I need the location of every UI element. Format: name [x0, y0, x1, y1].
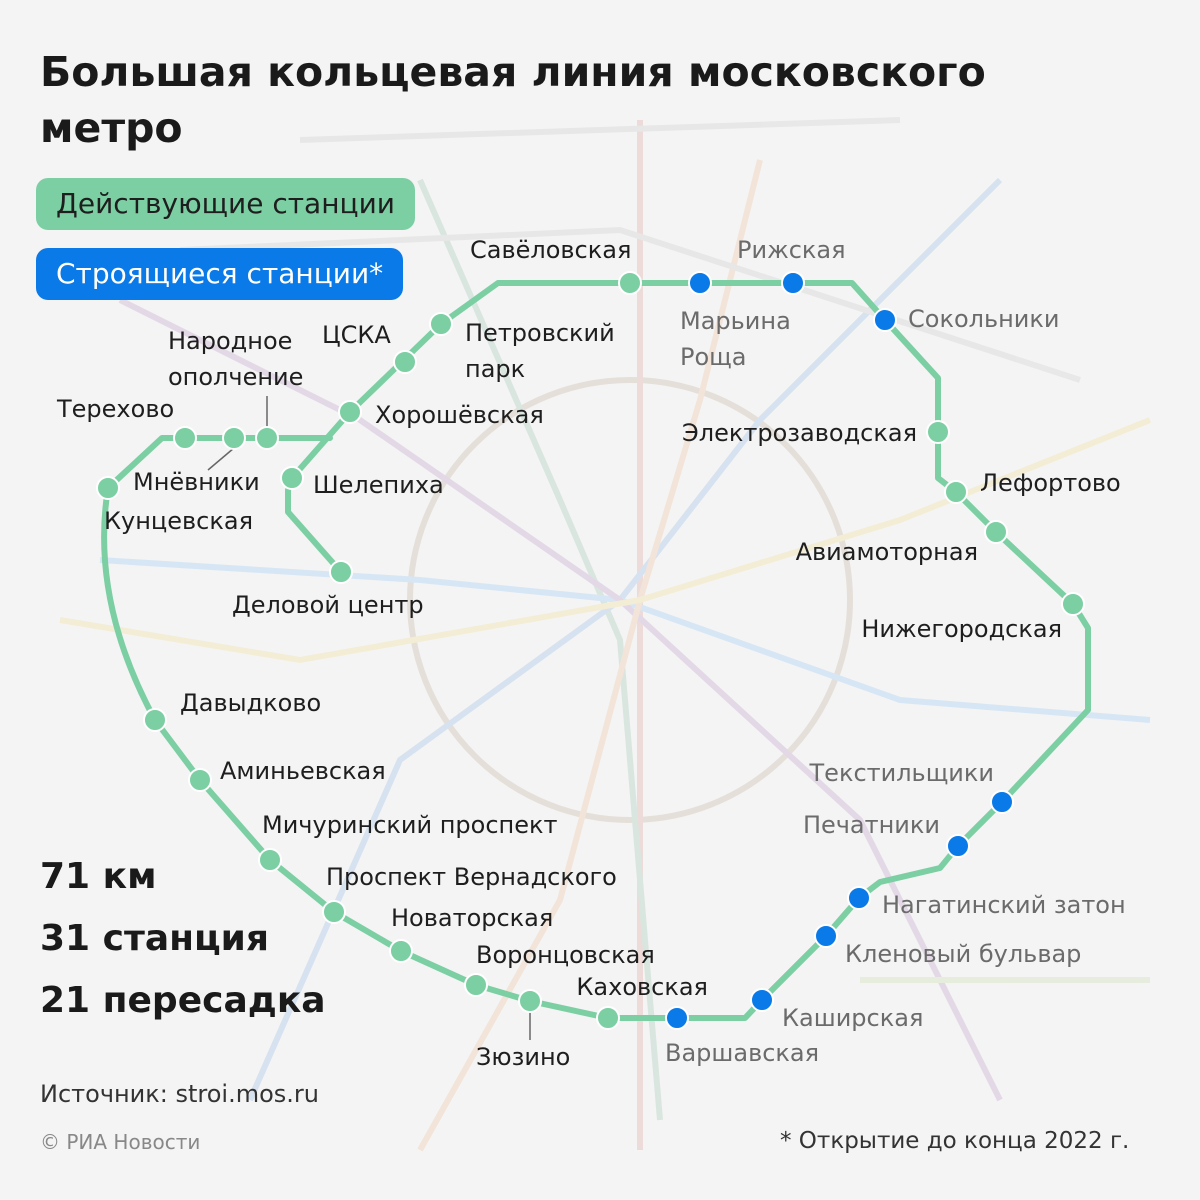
station-label-aminyevskaya: Аминьевская — [220, 757, 386, 785]
station-marker-narodnoe-opolchenie — [255, 426, 279, 450]
station-marker-kuntsevskaya — [96, 476, 120, 500]
copyright-text: © РИА Новости — [40, 1130, 201, 1154]
station-marker-terekhovo — [173, 426, 197, 450]
station-label-pechatniki: Печатники — [803, 811, 940, 839]
station-marker-davydkovo — [143, 708, 167, 732]
line-active-segment — [101, 435, 611, 1021]
station-label-rizhskaya: Рижская — [737, 236, 846, 264]
station-label-klenovy-bulvar: Кленовый бульвар — [845, 940, 1081, 968]
page-title: Большая кольцевая линия московского метр… — [40, 48, 986, 152]
station-label-michurinsky-prospekt: Мичуринский проспект — [262, 811, 557, 839]
station-marker-aminyevskaya — [188, 768, 212, 792]
station-marker-mnevniki — [222, 426, 246, 450]
station-marker-prospekt-vernadskogo — [322, 900, 346, 924]
station-label-tsska: ЦСКА — [322, 321, 391, 349]
station-label-davydkovo: Давыдково — [180, 689, 321, 717]
station-label-zyuzino: Зюзино — [476, 1043, 570, 1071]
station-label-kuntsevskaya: Кунцевская — [104, 507, 253, 535]
station-label-nagatinsky-zaton: Нагатинский затон — [882, 891, 1126, 919]
station-label-mnevniki: Мнёвники — [133, 468, 260, 496]
station-marker-vorontsovskaya — [464, 973, 488, 997]
line-active-segment — [935, 429, 1091, 805]
station-label-shelepikha: Шелепиха — [313, 471, 444, 499]
station-marker-sokolniki — [873, 308, 897, 332]
station-marker-petrovsky-park — [429, 312, 453, 336]
station-label-varshavskaya: Варшавская — [665, 1039, 819, 1067]
background-map — [59, 117, 1152, 1152]
station-marker-tekstilshchiki — [990, 790, 1014, 814]
station-marker-michurinsky-prospekt — [258, 848, 282, 872]
station-label-khoroshyovskaya: Хорошёвская — [375, 401, 544, 429]
station-label-kashirskaya: Каширская — [782, 1004, 923, 1032]
station-label-tekstilshchiki: Текстильщики — [809, 759, 994, 787]
stat-stations: 31 станция — [40, 918, 270, 959]
stat-length: 71 км — [40, 856, 157, 897]
legend-active-stations: Действующие станции — [36, 178, 415, 230]
line-building-segment — [627, 280, 941, 435]
station-marker-pechatniki — [946, 834, 970, 858]
station-marker-varshavskaya — [665, 1006, 689, 1030]
station-marker-lefortovo — [944, 480, 968, 504]
station-marker-klenovy-bulvar — [814, 924, 838, 948]
station-label-elektrozavodskaya: Электрозаводская — [682, 419, 917, 447]
station-label-kakhovskaya: Каховская — [576, 973, 708, 1001]
station-marker-savelovskaya — [618, 271, 642, 295]
line-active-segment — [285, 280, 633, 575]
station-marker-nizhegorodskaya — [1061, 592, 1085, 616]
station-marker-khoroshyovskaya — [338, 400, 362, 424]
station-label-vorontsovskaya: Воронцовская — [476, 941, 655, 969]
station-label-savelovskaya: Савёловская — [470, 236, 631, 264]
station-marker-novatorskaya — [389, 939, 413, 963]
station-marker-nagatinsky-zaton — [847, 886, 871, 910]
station-label-novatorskaya: Новаторская — [391, 904, 553, 932]
station-marker-elektrozavodskaya — [926, 420, 950, 444]
station-label-prospekt-vernadskogo: Проспект Вернадского — [326, 863, 617, 891]
station-marker-aviamotornaya — [984, 520, 1008, 544]
station-marker-zyuzino — [518, 989, 542, 1013]
station-marker-tsska — [393, 350, 417, 374]
leader-line — [207, 447, 235, 471]
station-marker-rizhskaya — [781, 271, 805, 295]
footnote-text: * Открытие до конца 2022 г. — [780, 1128, 1130, 1154]
station-label-terekhovo: Терехово — [56, 395, 174, 423]
station-label-nizhegorodskaya: Нижегородская — [861, 615, 1062, 643]
station-marker-maryina-roshcha — [688, 271, 712, 295]
station-label-lefortovo: Лефортово — [980, 469, 1121, 497]
station-marker-kakhovskaya — [596, 1006, 620, 1030]
station-label-delovoy-tsentr: Деловой центр — [232, 591, 424, 619]
station-label-aviamotornaya: Авиамоторная — [796, 538, 978, 566]
station-marker-delovoy-tsentr — [329, 560, 353, 584]
station-label-sokolniki: Сокольники — [908, 305, 1060, 333]
station-marker-kashirskaya — [750, 988, 774, 1012]
station-marker-shelepikha — [280, 466, 304, 490]
legend-building-stations: Строящиеся станции* — [36, 248, 404, 300]
stat-transfers: 21 пересадка — [40, 980, 326, 1021]
stations-layer — [96, 271, 1085, 1030]
source-text: Источник: stroi.mos.ru — [40, 1080, 319, 1108]
